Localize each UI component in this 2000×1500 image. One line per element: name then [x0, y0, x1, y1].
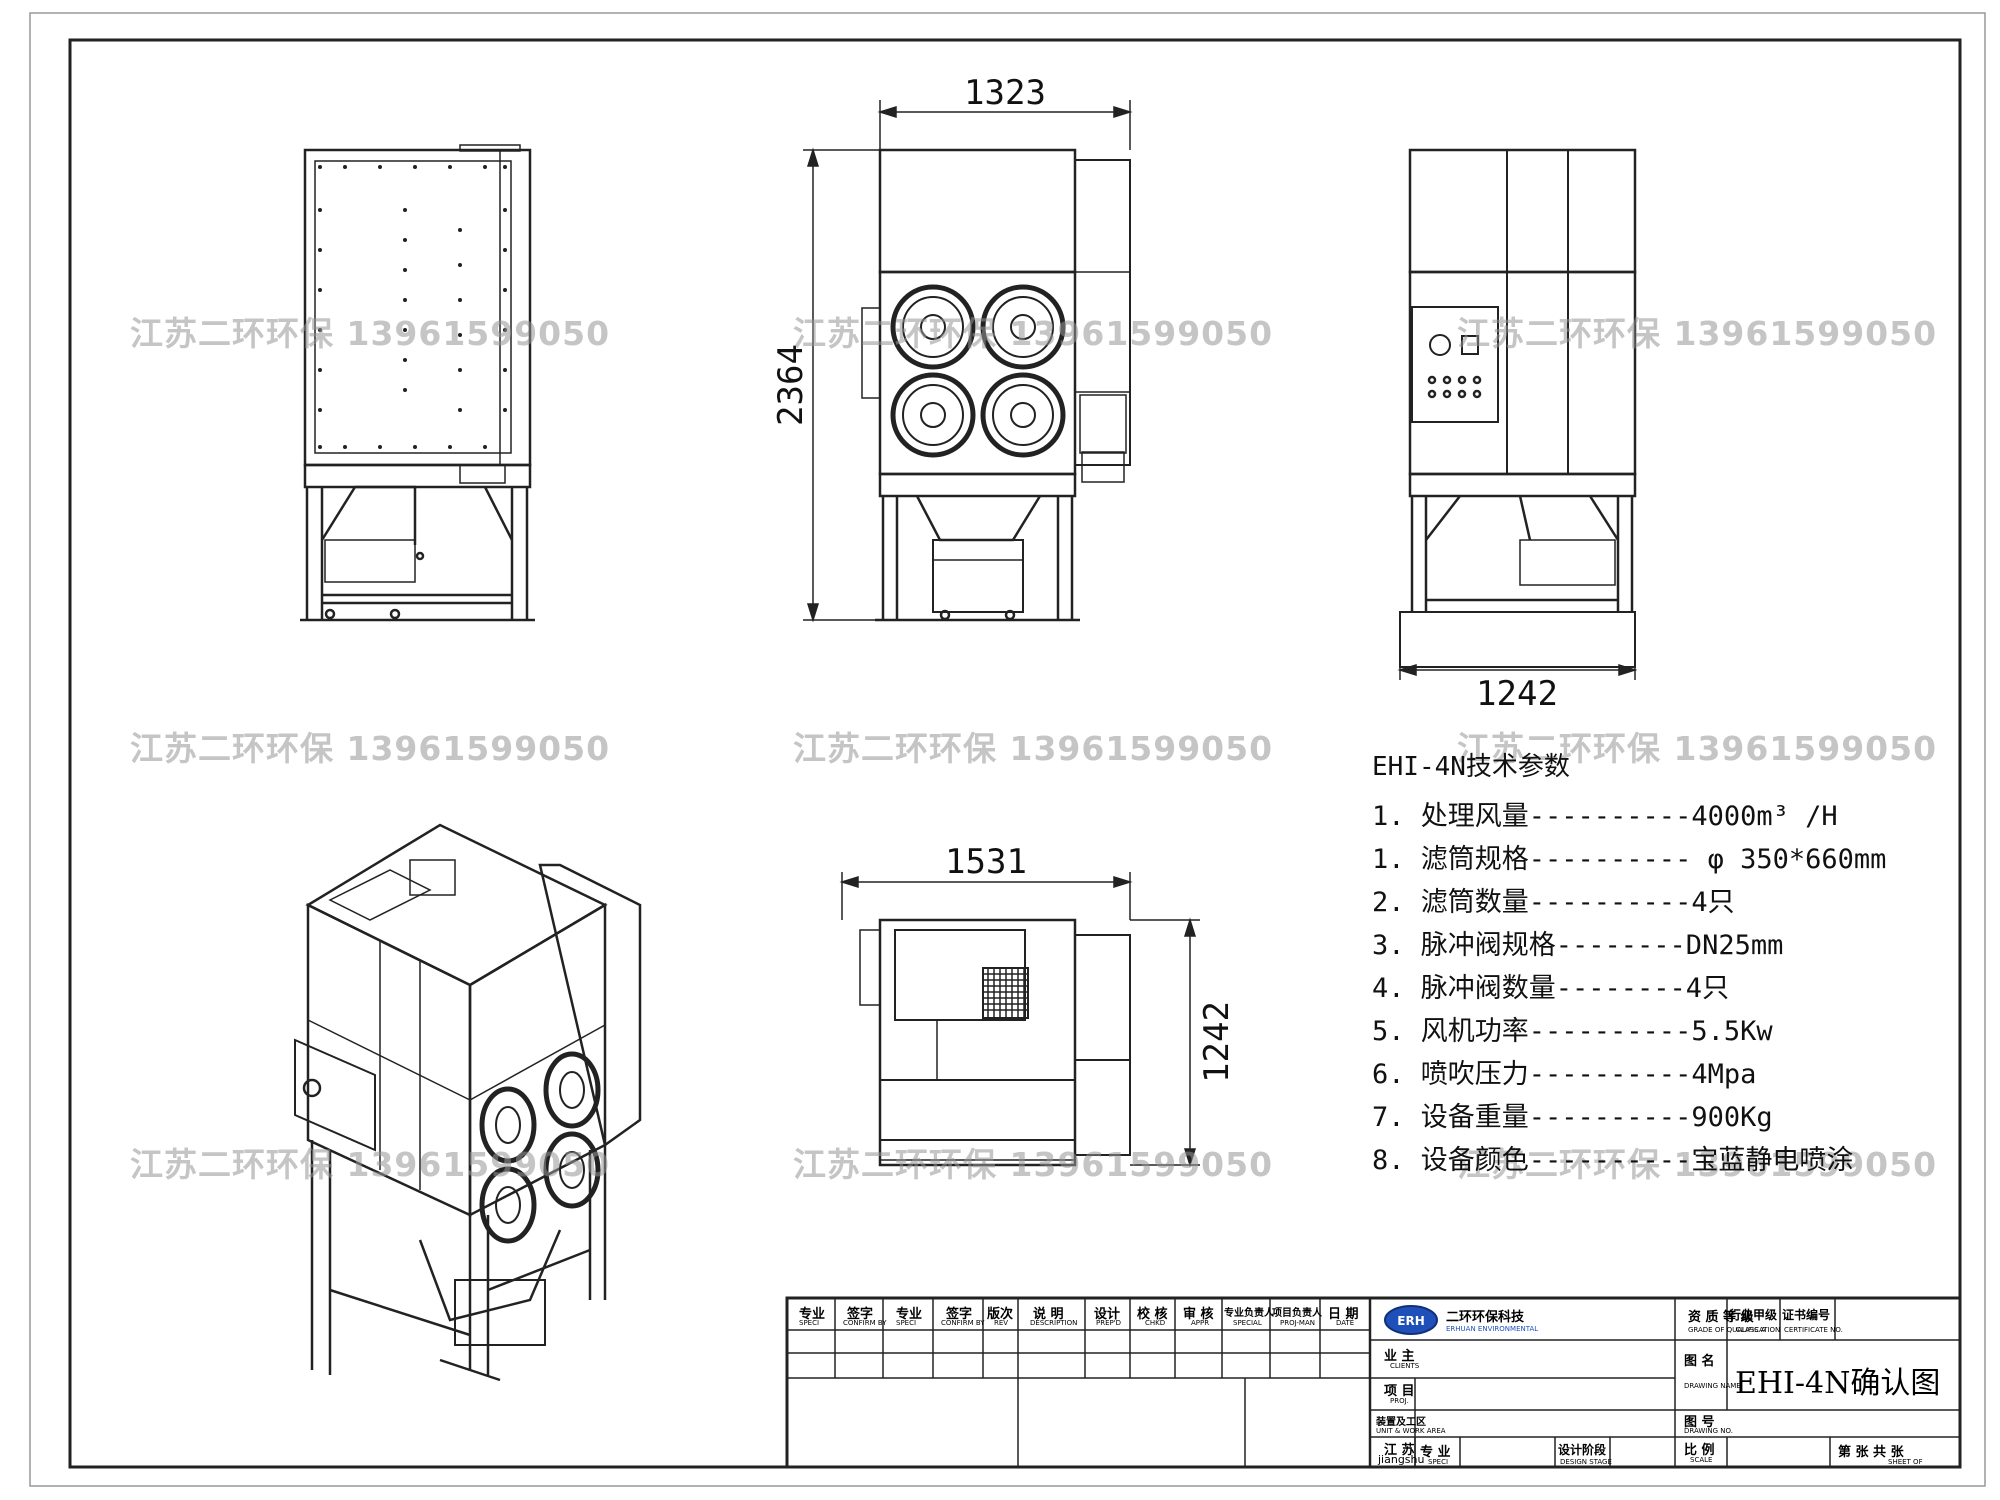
front-view: [861, 148, 1131, 622]
side-view-left-bolts: [318, 165, 507, 449]
dim-top-depth: 1242: [1197, 1001, 1237, 1083]
tb-header-spec-lead: 专业负责人: [1224, 1308, 1274, 1319]
tb-location-en: jiangshu: [1378, 1453, 1425, 1466]
tb-header-specialty: 专业: [799, 1307, 826, 1322]
watermark: 江苏二环环保 13961599050: [130, 1145, 611, 1184]
watermark: 江苏二环环保 13961599050: [1457, 729, 1938, 768]
tb-header-date-en: DATE: [1336, 1319, 1355, 1327]
company-name: 二环环保科技: [1446, 1310, 1525, 1325]
tb-header-revision-en: REV: [994, 1319, 1009, 1327]
tb-header-project-lead: 项目负责人: [1272, 1308, 1322, 1319]
tb-sheet-en: SHEET OF: [1888, 1458, 1923, 1466]
tb-client-en: CLIENTS: [1390, 1362, 1420, 1370]
watermark: 江苏二环环保 13961599050: [793, 729, 1274, 768]
tb-project: 项 目: [1384, 1384, 1415, 1399]
tb-header-approve: 审 核: [1183, 1307, 1214, 1322]
tb-header-signature: 签字: [847, 1307, 874, 1322]
spec-row: 3. 脉冲阀规格--------DN25mm: [1372, 930, 1784, 961]
spec-row: 8. 设备颜色----------宝蓝静电喷涂: [1372, 1145, 1854, 1176]
spec-row: 6. 喷吹压力----------4Mpa: [1372, 1059, 1757, 1090]
tb-header-signature-en: CONFIRM BY: [843, 1319, 887, 1327]
spec-row: 2. 滤筒数量----------4只: [1372, 887, 1735, 918]
tb-scale-en: SCALE: [1690, 1456, 1713, 1464]
tb-qualification-en: GRADE OF QUALIFICATION: [1688, 1326, 1781, 1334]
tb-speciality-en: SPECI: [1428, 1458, 1449, 1466]
tb-header-description: 说 明: [1033, 1307, 1064, 1322]
company-name-en: ERHUAN ENVIRONMENTAL: [1446, 1325, 1539, 1333]
watermark: 江苏二环环保 13961599050: [793, 314, 1274, 353]
dim-side-width: 1242: [1476, 674, 1558, 714]
tb-sheet: 第 张 共 张: [1838, 1445, 1904, 1460]
side-view-left: [300, 144, 535, 622]
tb-header-revision: 版次: [987, 1307, 1014, 1322]
spec-row: 1. 滤筒规格---------- φ 350*660mm: [1372, 844, 1887, 875]
tb-header-signature-2: 签字: [946, 1307, 973, 1322]
spec-row: 1. 处理风量----------4000m³ /H: [1372, 801, 1838, 832]
tb-class: 行业甲级: [1729, 1308, 1778, 1322]
drawing-title: EHI-4N确认图: [1735, 1366, 1941, 1401]
company-logo: ERH: [1397, 1314, 1424, 1328]
tb-design-stage-en: DESIGN STAGE: [1560, 1458, 1612, 1466]
tb-drawing-no: 图 号: [1684, 1415, 1715, 1430]
tb-header-specialty-en: SPECI: [799, 1319, 820, 1327]
tb-client: 业 主: [1384, 1349, 1415, 1364]
spec-row: 7. 设备重量----------900Kg: [1372, 1102, 1773, 1133]
tb-design-stage: 设计阶段: [1558, 1443, 1607, 1457]
spec-row: 4. 脉冲阀数量--------4只: [1372, 973, 1730, 1004]
tb-header-approve-en: APPR: [1191, 1319, 1210, 1327]
tb-area-en: UNIT & WORK AREA: [1376, 1427, 1446, 1435]
watermark: 江苏二环环保 13961599050: [130, 314, 611, 353]
top-view: [859, 918, 1131, 1167]
dim-top-width: 1531: [945, 842, 1027, 882]
tb-drawing-no-en: DRAWING NO.: [1684, 1427, 1733, 1435]
isometric-view: [294, 823, 642, 1382]
tb-header-description-en: DESCRIPTION: [1030, 1319, 1078, 1327]
tb-header-specialty-2: 专业: [896, 1307, 923, 1322]
watermark: 江苏二环环保 13961599050: [130, 729, 611, 768]
tb-drawing-name-en: DRAWING NAME: [1684, 1382, 1741, 1390]
tb-header-date: 日 期: [1328, 1307, 1359, 1322]
tb-speciality: 专 业: [1420, 1445, 1451, 1460]
tb-qualification: 资 质 等 级: [1688, 1310, 1754, 1325]
tb-drawing-name: 图 名: [1684, 1354, 1715, 1369]
tb-header-design: 设计: [1094, 1307, 1121, 1322]
dim-front-height: 2364: [771, 344, 811, 426]
tb-header-project-lead-en: PROJ-MAN: [1280, 1319, 1315, 1327]
tb-location: 江 苏: [1384, 1443, 1415, 1458]
watermark: 江苏二环环保 13961599050: [1457, 314, 1938, 353]
technical-specs: EHI-4N技术参数 1. 处理风量----------4000m³ /H 1.…: [1372, 746, 1886, 1182]
isometric-view-cartridges: [479, 1051, 601, 1244]
tb-header-specialty-2-en: SPECI: [896, 1319, 917, 1327]
spec-row: 5. 风机功率----------5.5Kw: [1372, 1016, 1773, 1047]
tb-header-check: 校 核: [1137, 1307, 1168, 1322]
tb-header-spec-lead-en: SPECIAL: [1233, 1319, 1262, 1327]
side-view-right: [1399, 148, 1637, 668]
tb-certificate: 证书编号: [1782, 1308, 1831, 1322]
watermark: 江苏二环环保 13961599050: [1457, 1145, 1938, 1184]
tb-project-en: PROJ.: [1390, 1397, 1409, 1405]
dim-front-width: 1323: [964, 73, 1046, 113]
tb-scale: 比 例: [1684, 1443, 1715, 1458]
tb-class-en: CLASS A: [1736, 1326, 1766, 1334]
tb-header-check-en: CHKD: [1145, 1319, 1166, 1327]
top-view-grille: [982, 967, 1029, 1019]
outer-border: [29, 12, 1986, 1487]
tb-header-design-en: PREP'D: [1096, 1319, 1122, 1327]
dimension-lines: [803, 100, 1638, 1168]
watermark: 江苏二环环保 13961599050: [793, 1145, 1274, 1184]
tb-certificate-en: CERTIFICATE NO.: [1784, 1326, 1843, 1334]
tb-header-signature-2-en: CONFIRM BY: [941, 1319, 985, 1327]
specs-title: EHI-4N技术参数: [1372, 752, 1570, 782]
tb-area: 装置及工区: [1376, 1417, 1426, 1428]
front-view-filter-cartridges: [890, 284, 1066, 458]
title-block-grid: [785, 1296, 1962, 1469]
